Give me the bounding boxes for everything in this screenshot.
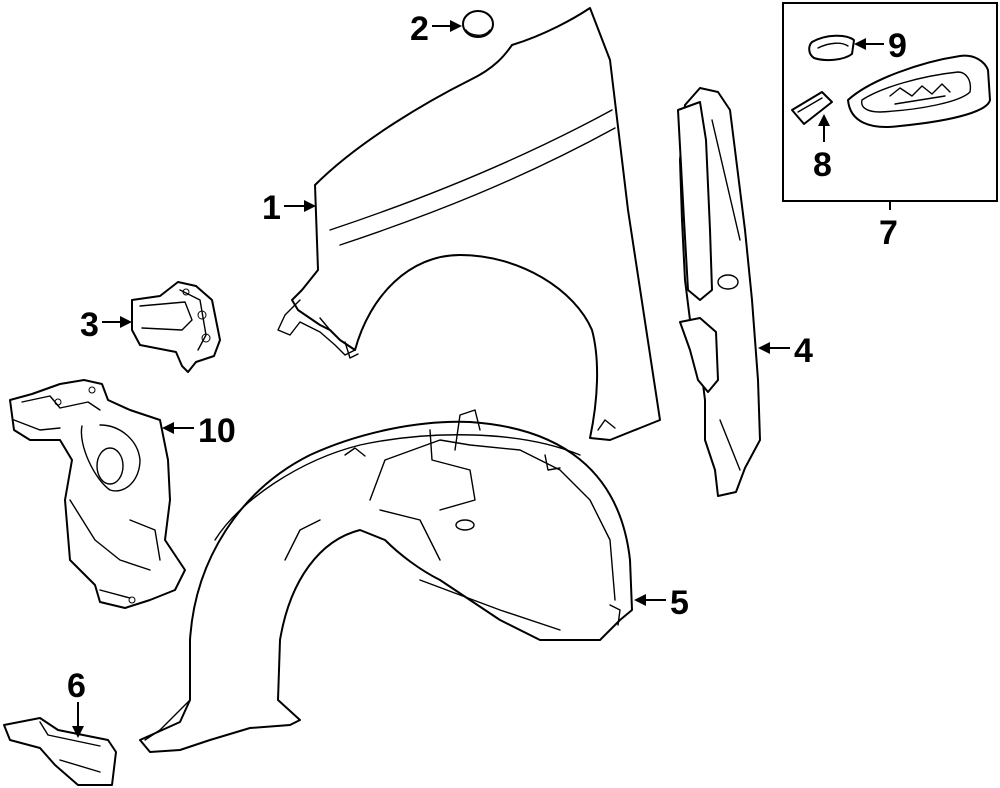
leader-9 — [854, 38, 884, 50]
bracket-part[interactable] — [131, 281, 221, 373]
callout-4: 4 — [794, 332, 813, 370]
cap-plug-part[interactable] — [462, 10, 494, 38]
leader-6 — [72, 702, 84, 738]
side-lamp-part[interactable] — [847, 54, 991, 128]
callout-2: 2 — [410, 10, 429, 48]
fender-part[interactable] — [277, 7, 661, 441]
callout-3: 3 — [80, 306, 99, 344]
leader-5 — [634, 594, 666, 606]
insulator-seal-part[interactable] — [677, 87, 761, 497]
leader-10 — [162, 422, 194, 434]
leader-8 — [818, 114, 830, 142]
leader-4 — [758, 342, 790, 354]
callout-8: 8 — [813, 146, 832, 184]
leader-1 — [284, 200, 316, 212]
leader-3 — [102, 316, 132, 328]
callout-10: 10 — [198, 412, 236, 450]
callout-6: 6 — [67, 667, 86, 705]
wheelhouse-liner-part[interactable] — [139, 409, 633, 753]
seal-pad-part[interactable] — [791, 91, 833, 125]
inset-box — [782, 2, 998, 210]
leader-2 — [432, 20, 462, 32]
callout-5: 5 — [670, 584, 689, 622]
callout-9: 9 — [888, 27, 907, 65]
headlamp-bracket-part[interactable] — [9, 379, 186, 609]
callout-1: 1 — [262, 189, 281, 227]
clip-part[interactable] — [808, 34, 855, 62]
splash-shield-part[interactable] — [3, 717, 117, 786]
callout-7: 7 — [879, 214, 898, 252]
